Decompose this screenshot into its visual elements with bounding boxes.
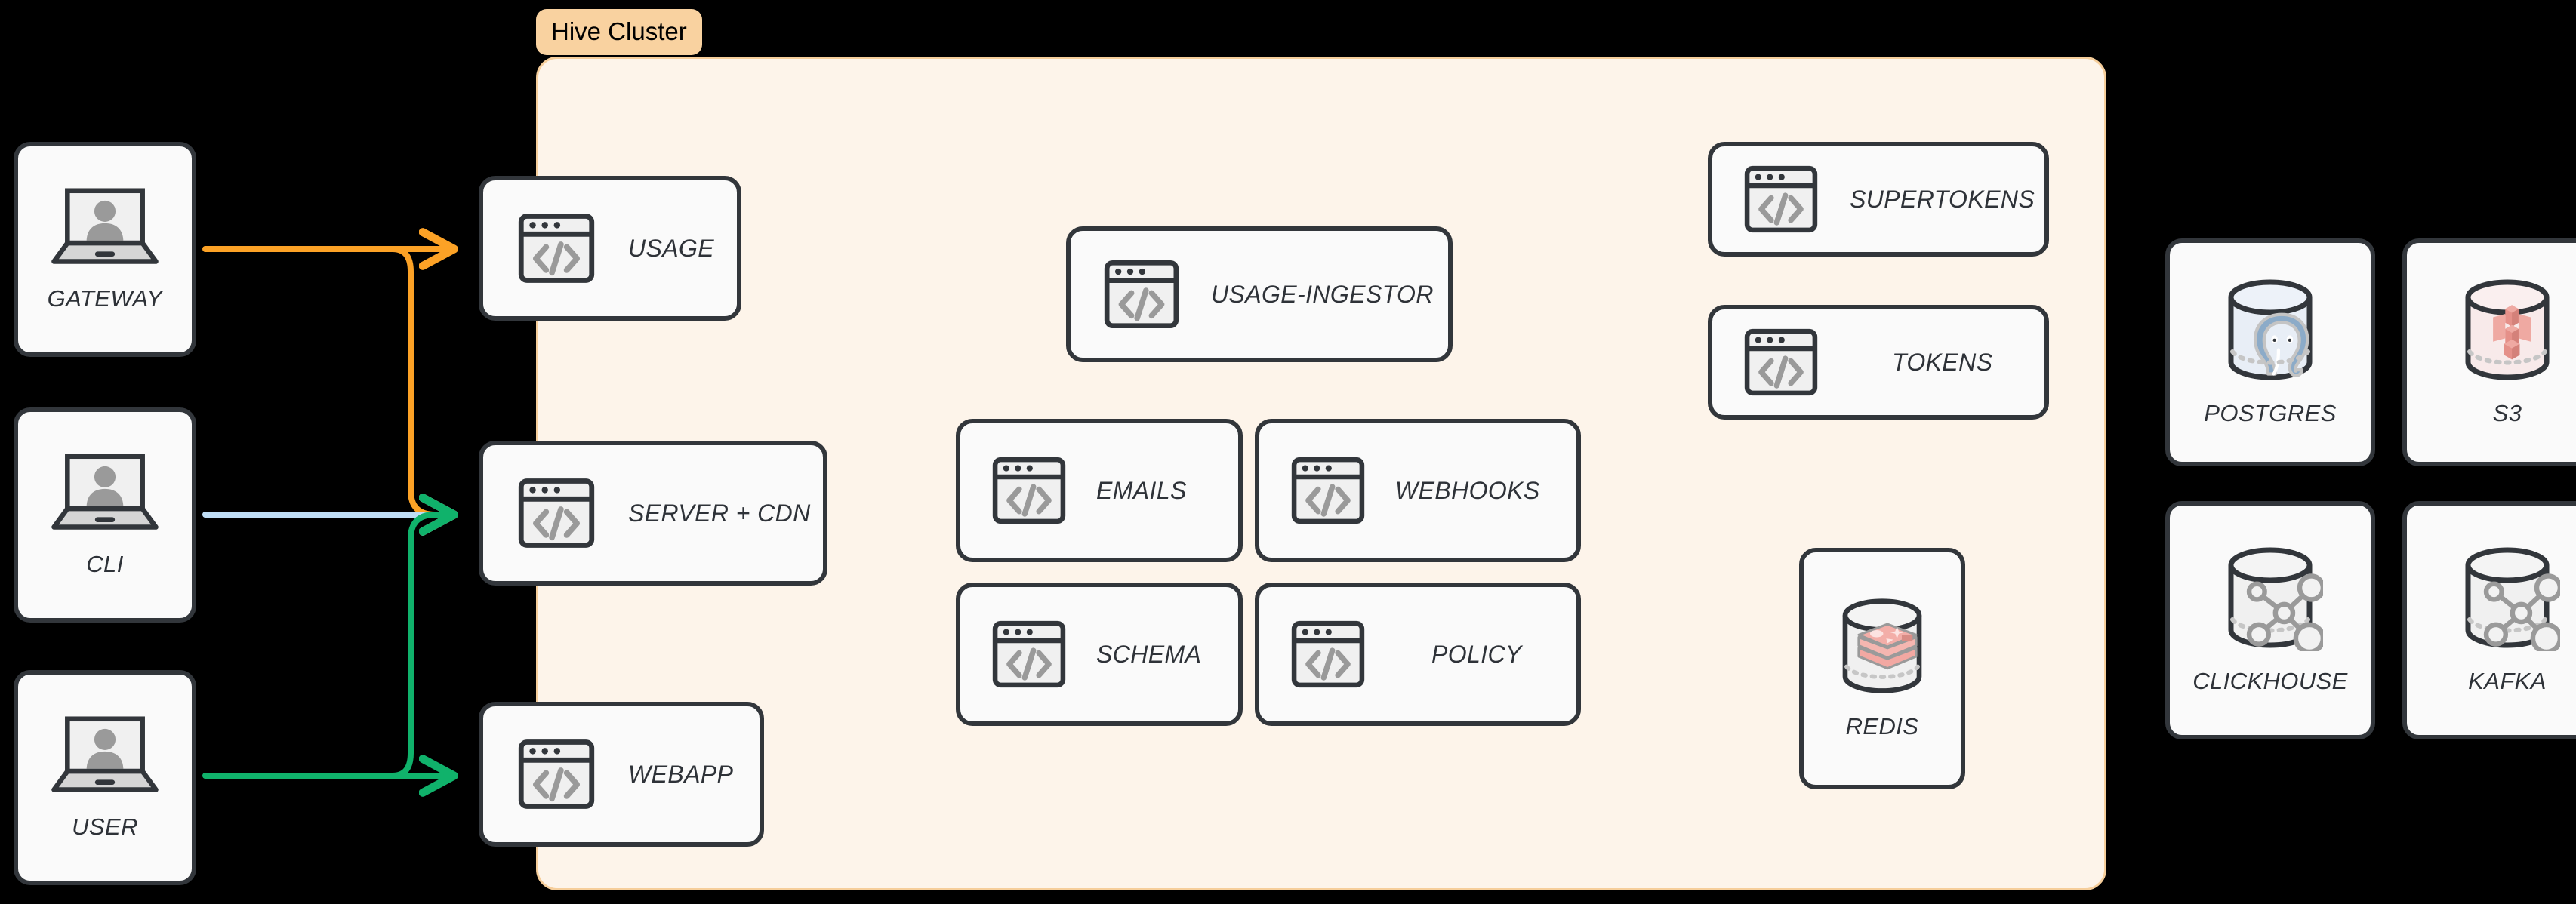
client-label: USER [72,813,138,840]
datastore-card-kafka[interactable]: KAFKA [2402,501,2576,739]
hive-cluster-badge: Hive Cluster [536,9,702,55]
laptop-user-icon [48,715,162,797]
code-window-icon [518,478,595,549]
service-card-supertokens[interactable]: SUPERTOKENS [1708,142,2049,257]
code-window-icon [992,620,1066,688]
service-card-policy[interactable]: POLICY [1255,583,1581,726]
client-label: CLI [86,551,124,577]
code-window-icon [1744,328,1818,396]
service-label: EMAILS [1096,476,1187,504]
service-card-emails[interactable]: EMAILS [956,419,1243,562]
laptop-user-icon [48,452,162,534]
client-card-user[interactable]: USER [14,670,196,885]
code-window-icon [518,213,595,284]
service-label: TOKENS [1892,348,1993,376]
service-label: WEBHOOKS [1395,476,1540,504]
datastore-label: KAFKA [2468,668,2547,694]
service-label: SUPERTOKENS [1850,185,2035,213]
service-label: SCHEMA [1096,640,1202,668]
datastore-label: S3 [2492,400,2522,426]
code-window-icon [1744,165,1818,233]
redis-cylinder-icon [1832,597,1932,696]
datastore-label: REDIS [1845,713,1919,739]
edge-user-server [390,515,453,779]
graph-cylinder-icon [2454,546,2560,651]
service-label: POLICY [1431,640,1522,668]
code-window-icon [1104,260,1179,329]
service-card-tokens[interactable]: TOKENS [1708,305,2049,420]
datastore-label: POSTGRES [2204,400,2337,426]
s3-cylinder-icon [2465,279,2550,380]
service-card-webapp[interactable]: WEBAPP [479,702,764,847]
datastore-card-clickhouse[interactable]: CLICKHOUSE [2165,501,2375,739]
service-card-usage-ingestor[interactable]: USAGE-INGESTOR [1066,226,1453,362]
service-card-webhooks[interactable]: WEBHOOKS [1255,419,1581,562]
datastore-card-postgres[interactable]: POSTGRES [2165,238,2375,466]
service-card-schema[interactable]: SCHEMA [956,583,1243,726]
service-label: SERVER + CDN [628,499,811,527]
client-card-gateway[interactable]: GATEWAY [14,142,196,357]
code-window-icon [992,457,1066,524]
laptop-user-icon [48,186,162,269]
service-label: USAGE-INGESTOR [1211,280,1434,308]
postgres-cylinder-icon [2228,279,2313,380]
client-label: GATEWAY [47,285,163,312]
service-label: WEBAPP [628,760,734,788]
client-card-cli[interactable]: CLI [14,407,196,623]
code-window-icon [1291,457,1365,524]
datastore-label: CLICKHOUSE [2192,668,2348,694]
service-card-server-cdn[interactable]: SERVER + CDN [479,441,827,586]
code-window-icon [518,739,595,810]
graph-cylinder-icon [2217,546,2323,651]
datastore-card-redis[interactable]: REDIS [1799,548,1965,789]
code-window-icon [1291,620,1365,688]
service-label: USAGE [628,234,715,262]
service-card-usage[interactable]: USAGE [479,176,741,321]
datastore-card-s3[interactable]: S3 [2402,238,2576,466]
edge-gateway-server [390,246,453,515]
